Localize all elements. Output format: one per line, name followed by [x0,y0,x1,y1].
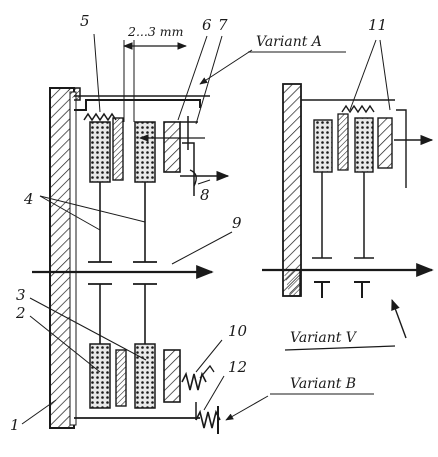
label-9: 9 [232,214,242,232]
leader-5 [93,33,101,113]
right-assembly [262,83,434,351]
return-spring [83,112,117,122]
label-1: 1 [10,416,20,434]
flywheel-inner-edge [69,91,77,426]
spring-10 [181,371,207,391]
label-variant-a: Variant A [256,34,322,50]
top-pressure-plate [163,121,181,173]
leader-1 [21,399,57,425]
label-10: 10 [228,322,248,340]
label-4: 4 [23,190,34,208]
right-pressure-plate [377,117,393,169]
right-release-bracket [396,109,407,188]
variant-v-underline [284,345,396,351]
bottom-pressure-plate [163,349,181,403]
leader-9 [171,231,233,265]
spring-10-mount [199,364,215,379]
label-variant-v: Variant V [290,330,358,346]
leader-11a [349,39,377,111]
bottom-steel-plate [115,349,127,407]
right-friction-disc-2 [354,117,374,173]
label-5: 5 [80,12,90,30]
label-12: 12 [228,358,247,376]
right-spring [341,104,375,114]
top-steel-plate-1 [112,117,124,181]
leader-variant-a [199,49,253,85]
leader-4b [39,195,146,223]
release-bracket-hook [189,169,197,187]
labels: 5 2...3 mm 6 7 Variant A 11 4 8 9 3 2 10… [10,12,387,434]
label-11: 11 [368,16,387,34]
right-flywheel-wall [282,83,302,297]
label-8: 8 [200,186,210,204]
leader-8 [197,179,211,185]
label-variant-b: Variant B [290,376,356,392]
top-housing-cover [74,99,201,111]
label-6: 6 [202,16,212,34]
leader-7 [195,35,223,125]
leader-10 [195,339,223,373]
variant-v-arrow [391,298,407,339]
leader-3 [29,297,147,361]
bottom-friction-disc-1 [89,343,111,409]
leader-variant-b [225,395,269,421]
leader-4a [39,195,101,231]
left-assembly [32,40,230,434]
leader-2 [29,315,101,373]
right-steel-plate [337,113,349,171]
top-friction-disc-2 [134,121,156,183]
bottom-friction-disc-2 [134,343,156,409]
leader-11b [379,39,391,111]
leader-12 [203,375,225,411]
spring-12 [195,409,221,429]
label-gap: 2...3 mm [127,24,184,39]
top-friction-disc-1 [89,121,111,183]
flywheel-top-lip [66,87,81,101]
release-lever-bracket [182,142,195,196]
leader-6 [177,35,208,121]
label-7: 7 [218,16,228,34]
label-3: 3 [16,286,26,304]
label-2: 2 [15,304,26,322]
right-friction-disc-1 [313,119,333,173]
leader-lines [21,33,391,425]
